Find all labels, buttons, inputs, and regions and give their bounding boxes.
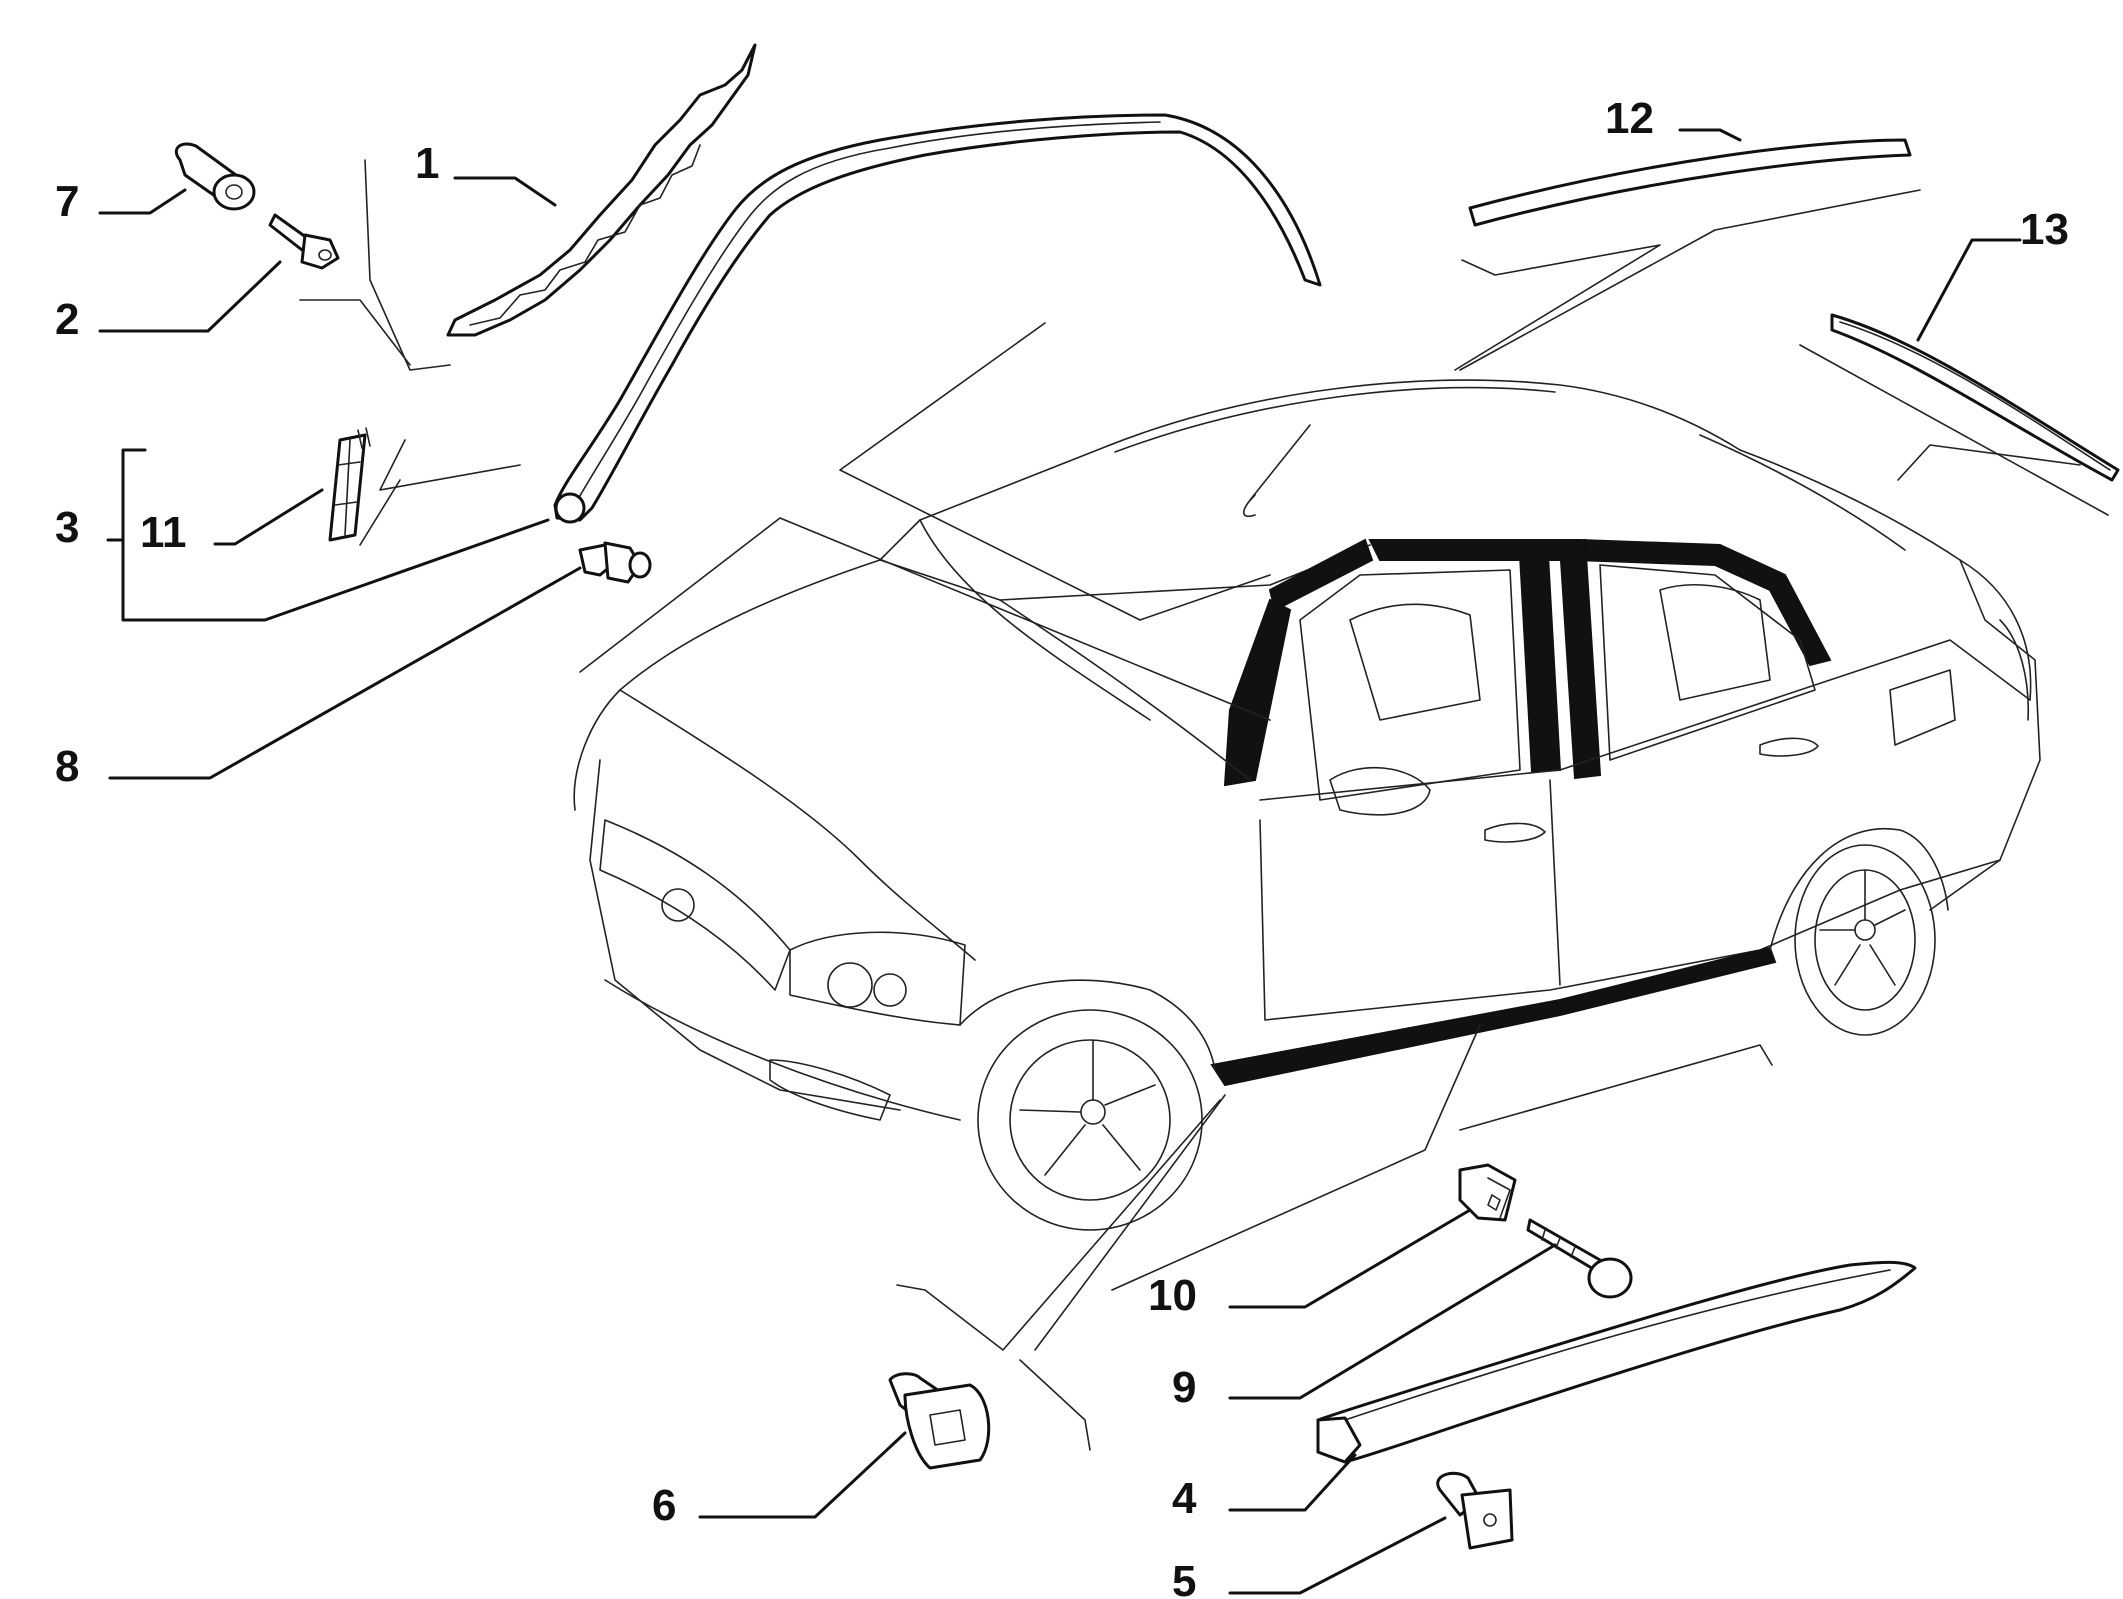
callout-6: 6 [652,1481,676,1530]
part-6-clip [888,1372,991,1470]
part-8-bolt [578,541,652,584]
callout-3: 3 [55,503,79,552]
callout-8: 8 [55,742,79,791]
callout-4: 4 [1172,1474,1197,1523]
part-13-rear-trim [1830,313,2120,482]
callout-11: 11 [140,508,187,557]
callout-2: 2 [55,295,79,344]
part-7-rivet [174,142,256,211]
callout-9: 9 [1172,1363,1196,1412]
callout-12: 12 [1605,94,1654,143]
leader-lines [98,128,2109,1595]
part-1-pillar-trim [446,43,757,337]
brand-badge-icon [661,888,695,922]
part-10-clip-nut [1458,1163,1517,1222]
part-5-push-clip [1436,1471,1514,1550]
sedan-car-icon [573,379,2041,1231]
part-2-bolt [268,213,340,270]
part-3-window-channel [553,113,1322,524]
part-11-clip [328,427,371,542]
callout-5: 5 [1172,1557,1196,1599]
part-12-roof-molding [1468,138,1912,227]
callout-13: 13 [2020,205,2069,254]
callout-7: 7 [55,177,79,226]
callout-10: 10 [1148,1271,1197,1320]
callout-1: 1 [415,139,439,188]
part-9-screw [1526,1218,1633,1299]
part-4-sill-molding [1316,1260,1917,1464]
callout-labels: 1 2 3 4 5 6 7 8 9 10 11 12 13 [55,94,2069,1599]
